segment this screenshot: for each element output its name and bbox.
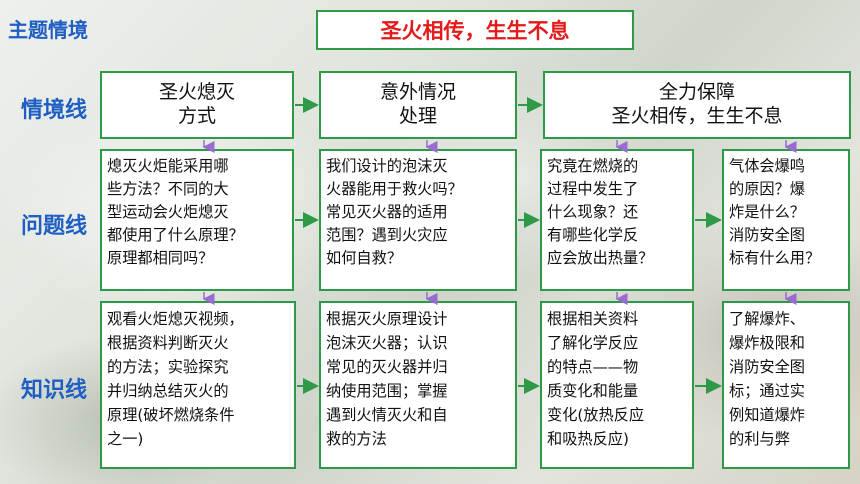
scenario-line1: 圣火熄灭 — [158, 81, 235, 104]
scenario-line2: 圣火相传，生生不息 — [611, 105, 783, 127]
question-text: 气体会爆鸣 的原因？爆 炸是什么？ 消防安全图 标有什么用？ — [729, 157, 821, 267]
theme-label: 主题情境 — [8, 18, 88, 42]
row-label-question: 问题线 — [20, 214, 87, 239]
question-text: 我们设计的泡沫灭 火器能用于救火吗？ 常见灭火器的适用 范围？遇到火灾应 如何自… — [326, 157, 463, 267]
scenario-line2: 方式 — [177, 105, 216, 127]
question-box-4: 气体会爆鸣 的原因？爆 炸是什么？ 消防安全图 标有什么用？ — [722, 149, 850, 291]
scenario-box-extinguish: 圣火熄灭 方式 — [100, 71, 294, 139]
knowledge-box-3: 根据相关资料 了解化学反应 的特点——物 质变化和能量 变化(放热反应 和吸热反… — [540, 301, 694, 469]
knowledge-text: 观看火炬熄灭视频， 根据资料判断灭火 的方法；实验探究 并归纳总结灭火的 原理(… — [107, 310, 244, 448]
question-box-3: 究竟在燃烧的 过程中发生了 什么现象？还 有哪些化学反 应会放出热量？ — [540, 149, 694, 291]
scenario-line2: 处理 — [398, 105, 437, 127]
question-box-2: 我们设计的泡沫灭 火器能用于救火吗？ 常见灭火器的适用 范围？遇到火灾应 如何自… — [319, 149, 517, 291]
scenario-box-support: 全力保障 圣火相传，生生不息 — [543, 71, 851, 139]
question-text: 究竟在燃烧的 过程中发生了 什么现象？还 有哪些化学反 应会放出热量？ — [547, 157, 654, 267]
knowledge-text: 根据相关资料 了解化学反应 的特点——物 质变化和能量 变化(放热反应 和吸热反… — [547, 310, 645, 448]
row-label-knowledge: 知识线 — [20, 378, 87, 403]
knowledge-box-1: 观看火炬熄灭视频， 根据资料判断灭火 的方法；实验探究 并归纳总结灭火的 原理(… — [100, 301, 296, 469]
knowledge-text: 了解爆炸、 爆炸极限和 消防安全图 标；通过实 例知道爆炸 的利与弊 — [729, 310, 805, 448]
row-label-scenario: 情境线 — [20, 98, 87, 123]
theme-title-box: 圣火相传，生生不息 — [316, 10, 634, 50]
scenario-box-accident: 意外情况 处理 — [319, 71, 517, 139]
knowledge-box-2: 根据灭火原理设计 泡沫灭火器；认识 常见的灭火器并归 纳使用范围；掌握 遇到火情… — [319, 301, 517, 469]
scenario-line1: 意外情况 — [379, 81, 456, 104]
knowledge-text: 根据灭火原理设计 泡沫灭火器；认识 常见的灭火器并归 纳使用范围；掌握 遇到火情… — [326, 310, 448, 448]
question-text: 熄灭火炬能采用哪 些方法？不同的大 型运动会火炬熄灭 都使用了什么原理？ 原理都… — [107, 157, 244, 267]
theme-title: 圣火相传，生生不息 — [380, 19, 570, 43]
question-box-1: 熄灭火炬能采用哪 些方法？不同的大 型运动会火炬熄灭 都使用了什么原理？ 原理都… — [100, 149, 294, 291]
scenario-line1: 全力保障 — [658, 81, 735, 104]
